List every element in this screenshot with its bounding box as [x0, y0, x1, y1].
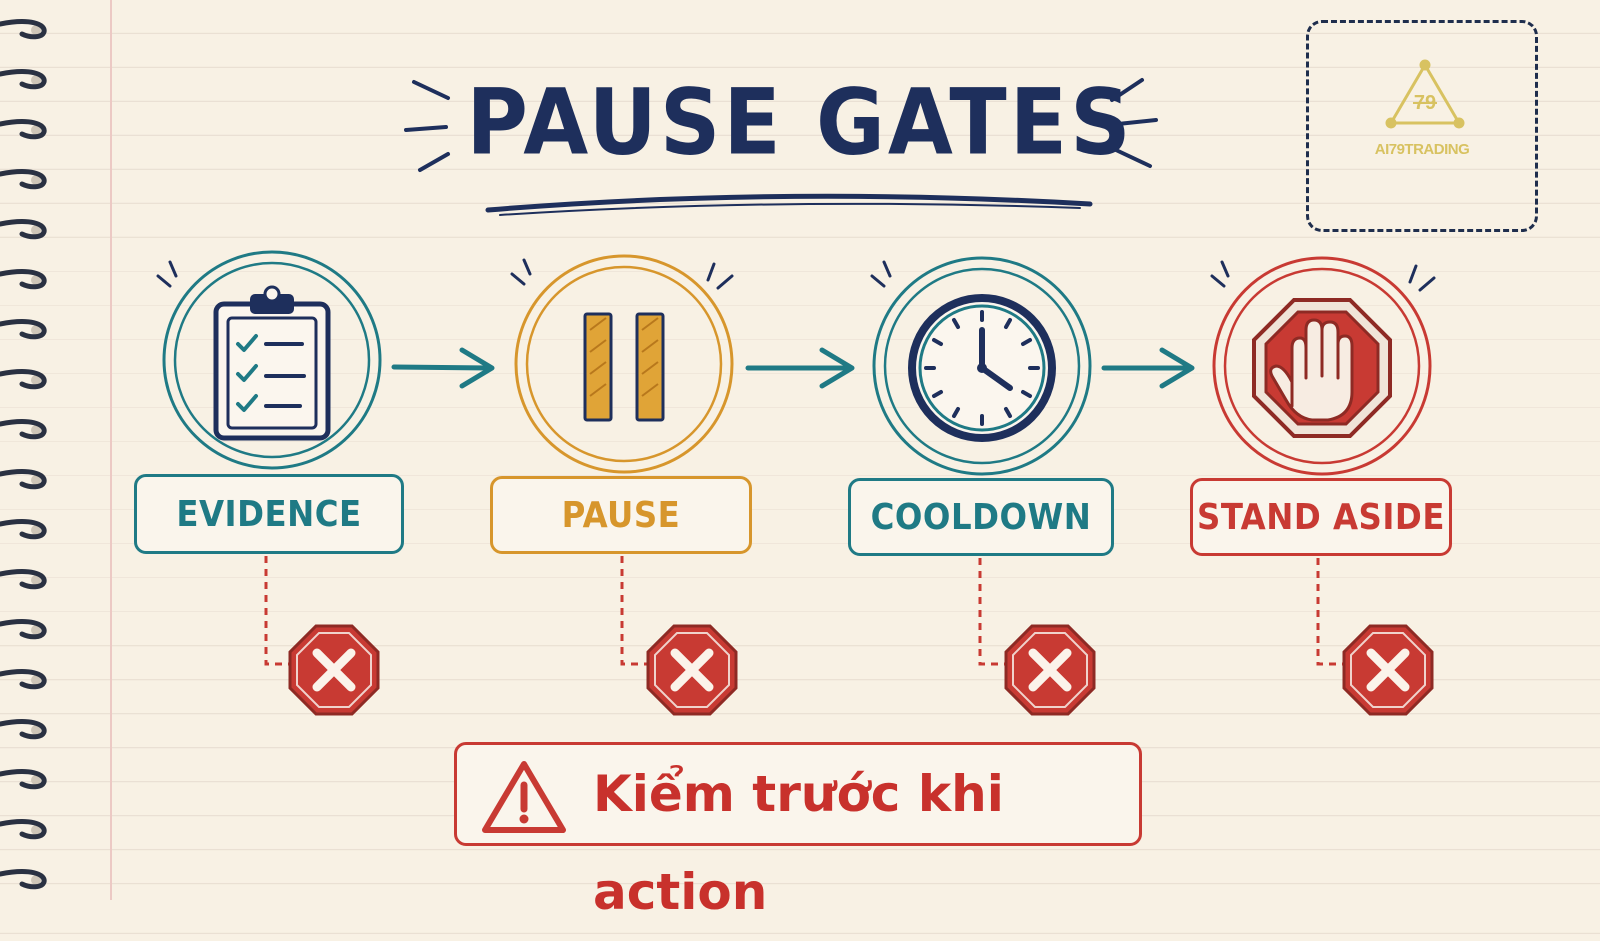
- step-label-stand-aside: STAND ASIDE: [1190, 478, 1452, 556]
- arrow-evidence-to-pause: [391, 347, 495, 389]
- notebook-margin-line: [110, 0, 112, 900]
- pause-circle: [514, 254, 734, 474]
- pause-icon: [583, 312, 665, 422]
- arrow-pause-to-cooldown: [745, 347, 855, 389]
- evidence-circle: [162, 250, 382, 470]
- arrow-cooldown-to-stand-aside: [1101, 347, 1195, 389]
- warning-banner-text: Kiểm trước khi action: [593, 765, 1004, 921]
- emphasis-ticks: [156, 258, 1436, 292]
- clock-icon: [908, 294, 1056, 442]
- spiral-ring: [0, 819, 47, 840]
- x-octagon-icon: [1342, 624, 1434, 716]
- stand-aside-circle: [1212, 256, 1432, 476]
- x-octagon-icon: [646, 624, 738, 716]
- x-octagon-icon: [1004, 624, 1096, 716]
- stop-hand-icon: [1252, 298, 1392, 438]
- spiral-ring: [0, 419, 47, 440]
- spiral-ring: [0, 719, 47, 740]
- page-title: PAUSE GATES: [466, 69, 1134, 175]
- spiral-ring: [0, 19, 47, 40]
- spiral-ring: [0, 469, 47, 490]
- spiral-ring: [0, 619, 47, 640]
- spiral-ring: [0, 369, 47, 390]
- spiral-ring: [0, 869, 47, 890]
- logo-text: AI79TRADING: [1374, 141, 1470, 158]
- clipboard-checklist-icon: [213, 285, 331, 441]
- warning-banner: Kiểm trước khi action: [454, 742, 1142, 921]
- spiral-ring: [0, 769, 47, 790]
- step-label-pause: PAUSE: [490, 476, 752, 554]
- gate-connectors: [264, 556, 1346, 666]
- x-octagon-icon: [288, 624, 380, 716]
- logo-box: 79 AI79TRADING: [1306, 20, 1538, 232]
- spiral-ring: [0, 269, 47, 290]
- spiral-ring: [0, 169, 47, 190]
- notebook-spiral-binding: [0, 19, 47, 890]
- logo-emblem-icon: 79: [1385, 59, 1465, 129]
- step-label-cooldown: COOLDOWN: [848, 478, 1114, 556]
- gate-flow-diagram: [156, 250, 1436, 716]
- step-label-evidence: EVIDENCE: [134, 474, 404, 554]
- flow-arrows: [391, 347, 1195, 389]
- spiral-ring: [0, 519, 47, 540]
- spiral-ring: [0, 219, 47, 240]
- spiral-ring: [0, 319, 47, 340]
- warning-triangle-icon: [482, 761, 566, 833]
- spiral-ring: [0, 669, 47, 690]
- logo-emblem-number: 79: [1414, 92, 1436, 114]
- spiral-ring: [0, 69, 47, 90]
- spiral-ring: [0, 119, 47, 140]
- spiral-ring: [0, 569, 47, 590]
- cooldown-circle: [872, 256, 1092, 476]
